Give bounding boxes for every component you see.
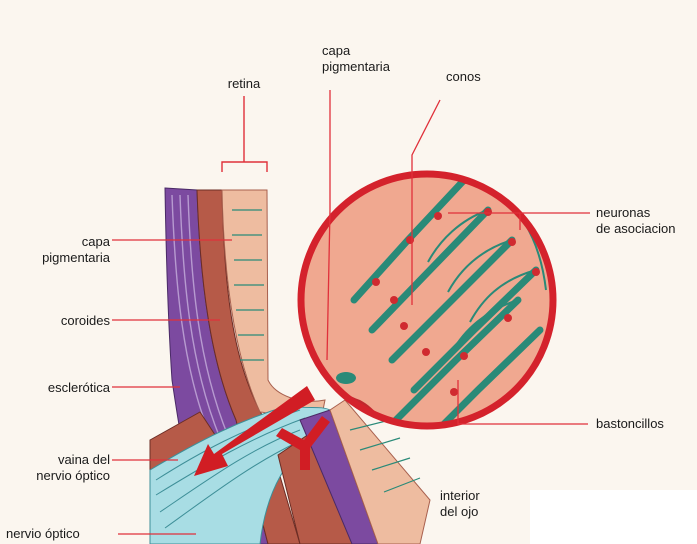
- label-capa-pigmentaria-top: capa pigmentaria: [322, 43, 390, 75]
- label-capa-pigmentaria-left: capa pigmentaria: [10, 234, 110, 266]
- label-interior-del-ojo: interior del ojo: [440, 488, 480, 520]
- pigment-cell-1: [336, 372, 356, 384]
- nucleus: [400, 322, 408, 330]
- label-nervio-optico: nervio óptico: [6, 526, 80, 542]
- nucleus: [372, 278, 380, 286]
- label-esclerotica: esclerótica: [10, 380, 110, 396]
- label-retina: retina: [215, 76, 273, 92]
- nucleus: [422, 348, 430, 356]
- nucleus: [390, 296, 398, 304]
- label-bastoncillos: bastoncillos: [596, 416, 664, 432]
- nucleus: [508, 238, 516, 246]
- label-conos: conos: [446, 69, 481, 85]
- nucleus: [484, 208, 492, 216]
- label-vaina-del-nervio-optico: vaina del nervio óptico: [0, 452, 110, 484]
- nucleus: [450, 388, 458, 396]
- nucleus: [406, 236, 414, 244]
- nucleus: [460, 352, 468, 360]
- label-coroides: coroides: [10, 313, 110, 329]
- nucleus: [504, 314, 512, 322]
- nucleus: [532, 268, 540, 276]
- label-neuronas-de-asociacion: neuronas de asociacion: [596, 205, 676, 237]
- nucleus: [434, 212, 442, 220]
- retina-bracket: [222, 96, 267, 172]
